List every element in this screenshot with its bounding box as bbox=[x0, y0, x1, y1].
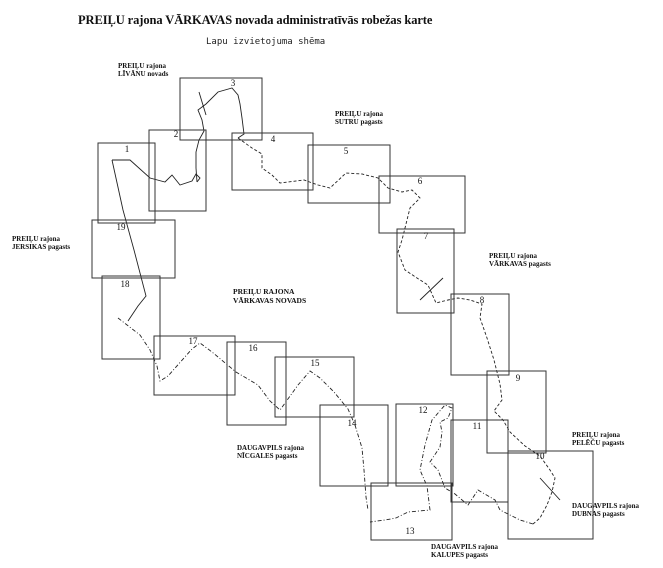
map-sheet-9: 9 bbox=[486, 370, 547, 454]
neighbor-unit: LĪVĀNU novads bbox=[118, 70, 169, 78]
sheet-frame bbox=[450, 293, 510, 376]
neighbor-label-dubnas: DAUGAVPILS rajona DUBNAS pagasts bbox=[572, 502, 639, 518]
neighbor-label-jersikas: PREIĻU rajona JERSIKAS pagasts bbox=[12, 235, 70, 251]
sheet-number: 7 bbox=[424, 231, 429, 241]
sheet-frame bbox=[507, 450, 594, 540]
sheet-frame bbox=[101, 275, 161, 360]
sheet-number: 19 bbox=[117, 222, 127, 232]
sheet-number: 12 bbox=[419, 405, 428, 415]
neighbor-unit: VĀRKAVAS pagasts bbox=[489, 260, 551, 268]
sheet-number: 15 bbox=[311, 358, 321, 368]
sheet-number: 8 bbox=[480, 295, 485, 305]
map-sheet-3: 3 bbox=[179, 77, 263, 141]
map-sheet-6: 6 bbox=[378, 175, 466, 234]
sheet-number: 11 bbox=[473, 421, 482, 431]
map-sheet-8: 8 bbox=[450, 293, 510, 376]
sheet-number: 13 bbox=[406, 526, 416, 536]
neighbor-unit: SUTRU pagasts bbox=[335, 118, 383, 126]
boundary-segment-west bbox=[112, 159, 201, 186]
neighbor-district: DAUGAVPILS rajona bbox=[237, 444, 304, 452]
boundary-segment-north bbox=[195, 87, 245, 183]
neighbor-district: PREIĻU rajona bbox=[12, 235, 61, 243]
map-sheet-1: 1 bbox=[97, 142, 156, 224]
neighbor-unit: JERSIKAS pagasts bbox=[12, 243, 71, 251]
neighbor-unit: DUBNAS pagasts bbox=[572, 510, 625, 518]
neighbor-unit: KALUPES pagasts bbox=[431, 551, 488, 559]
map-sheet-10: 10 bbox=[507, 450, 594, 540]
map-sheet-2: 2 bbox=[148, 129, 207, 212]
sheet-number: 4 bbox=[271, 134, 276, 144]
neighbor-label-sutru: PREIĻU rajona SUTRU pagasts bbox=[335, 110, 383, 126]
sheet-number: 17 bbox=[189, 336, 199, 346]
sheet-frame bbox=[153, 335, 236, 396]
neighbor-district: PREIĻU rajona bbox=[572, 431, 621, 439]
map-sheet-15: 15 bbox=[274, 356, 355, 418]
sheet-number: 6 bbox=[418, 176, 423, 186]
map-sheet-16: 16 bbox=[226, 341, 287, 426]
center-district: PREIĻU RAJONA bbox=[233, 287, 295, 296]
neighbor-label-kalupes: DAUGAVPILS rajona KALUPES pagasts bbox=[431, 543, 498, 559]
neighbor-district: PREIĻU rajona bbox=[118, 62, 167, 70]
sheet-frame bbox=[97, 142, 156, 224]
neighbor-label-nicgales: DAUGAVPILS rajona NĪCGALES pagasts bbox=[237, 444, 304, 460]
sheet-frame bbox=[226, 341, 287, 426]
map-sheet-5: 5 bbox=[307, 144, 391, 204]
boundary-segment-southwest bbox=[117, 317, 369, 511]
sheet-frame bbox=[395, 403, 454, 487]
sheet-frame bbox=[307, 144, 391, 204]
sheet-frame bbox=[179, 77, 263, 141]
map-subtitle: Lapu izvietojuma shēma bbox=[206, 37, 326, 47]
neighbor-district: DAUGAVPILS rajona bbox=[572, 502, 639, 510]
map-sheet-7: 7 bbox=[396, 228, 455, 314]
map-sheet-13: 13 bbox=[370, 482, 453, 541]
sheet-number: 14 bbox=[348, 418, 358, 428]
center-unit: VĀRKAVAS NOVADS bbox=[233, 296, 307, 305]
sheet-frame bbox=[148, 129, 207, 212]
neighbor-label-varkavas: PREIĻU rajona VĀRKAVAS pagasts bbox=[489, 252, 551, 268]
map-title: PREIĻU rajona VĀRKAVAS novada administra… bbox=[78, 13, 433, 27]
boundary-crossing-mark-7 bbox=[419, 277, 444, 301]
sheet-number: 10 bbox=[536, 451, 546, 461]
map-sheet-19: 19 bbox=[91, 219, 176, 279]
center-area-label: PREIĻU RAJONA VĀRKAVAS NOVADS bbox=[233, 287, 306, 305]
boundary-segment-south bbox=[369, 404, 534, 525]
sheet-frame bbox=[486, 370, 547, 454]
sheet-number: 9 bbox=[516, 373, 521, 383]
neighbor-label-livanu: PREIĻU rajona LĪVĀNU novads bbox=[118, 62, 168, 78]
neighbor-district: DAUGAVPILS rajona bbox=[431, 543, 498, 551]
neighbor-label-pelecu: PREIĻU rajona PELĒČU pagasts bbox=[572, 431, 624, 447]
sheet-number: 1 bbox=[125, 144, 130, 154]
sheet-number: 3 bbox=[231, 78, 236, 88]
sheet-frame bbox=[370, 482, 453, 541]
sheet-number: 2 bbox=[174, 129, 179, 139]
neighbor-district: PREIĻU rajona bbox=[489, 252, 538, 260]
boundary-crossing-mark-10 bbox=[539, 477, 561, 501]
sheet-frame bbox=[231, 132, 314, 191]
map-sheet-17: 17 bbox=[153, 335, 236, 396]
neighbor-unit: PELĒČU pagasts bbox=[572, 439, 625, 447]
boundary-segment-west-straight bbox=[111, 159, 147, 322]
boundary-crossing-mark-3 bbox=[198, 91, 207, 116]
map-sheet-18: 18 bbox=[101, 275, 161, 360]
sheet-frame bbox=[450, 419, 509, 503]
sheet-frame bbox=[396, 228, 455, 314]
sheet-frame bbox=[91, 219, 176, 279]
sheet-number: 16 bbox=[249, 343, 259, 353]
map-sheet-12: 12 bbox=[395, 403, 454, 487]
sheet-frame bbox=[378, 175, 466, 234]
sheet-number: 18 bbox=[121, 279, 131, 289]
map-sheet-11: 11 bbox=[450, 419, 509, 503]
boundary-segment-northeast bbox=[237, 137, 556, 525]
map-sheet-4: 4 bbox=[231, 132, 314, 191]
neighbor-unit: NĪCGALES pagasts bbox=[237, 452, 298, 460]
sheet-number: 5 bbox=[344, 146, 349, 156]
neighbor-district: PREIĻU rajona bbox=[335, 110, 384, 118]
administrative-boundary bbox=[111, 87, 561, 525]
sheet-frame bbox=[274, 356, 355, 418]
